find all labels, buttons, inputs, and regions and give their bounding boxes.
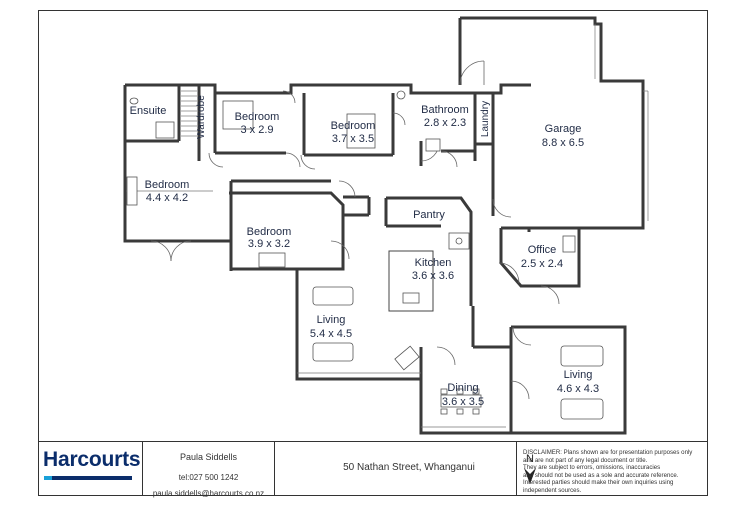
disclaimer-line: and should not be used as a sole and acc… bbox=[523, 471, 679, 479]
room-bedroom-1: Bedroom bbox=[235, 111, 280, 123]
disclaimer-line: They are subject to errors, omissions, i… bbox=[523, 464, 661, 472]
room-kitchen: Kitchen bbox=[415, 257, 452, 269]
disclaimer: DISCLAIMER: Plans shown are for presenta… bbox=[523, 449, 707, 495]
brand-cell: Harcourts bbox=[39, 442, 143, 495]
logo-underline bbox=[44, 476, 132, 480]
room-bedroom-master: Bedroom bbox=[145, 179, 190, 191]
disclaimer-line: independent sources. bbox=[523, 486, 582, 494]
room-garage-dims: 8.8 x 6.5 bbox=[542, 137, 584, 149]
logo-accent bbox=[44, 476, 52, 480]
room-dining-dims: 3.6 x 3.5 bbox=[442, 396, 484, 408]
room-bedroom-3: Bedroom bbox=[247, 226, 292, 238]
doors-and-details bbox=[126, 24, 649, 428]
room-living-2-dims: 4.6 x 4.3 bbox=[557, 383, 599, 395]
room-bedroom-2: Bedroom bbox=[331, 120, 376, 132]
disclaimer-line: and are not part of any legal document o… bbox=[523, 456, 648, 464]
walls bbox=[123, 16, 645, 435]
plan-footer: Harcourts Paula Siddells tel:027 500 124… bbox=[38, 441, 708, 498]
room-pantry: Pantry bbox=[413, 209, 445, 221]
room-living-2: Living bbox=[564, 369, 593, 381]
furniture bbox=[126, 90, 604, 420]
room-bedroom-master-dims: 4.4 x 4.2 bbox=[146, 192, 188, 204]
disclaimer-line: DISCLAIMER: Plans shown are for presenta… bbox=[523, 449, 693, 456]
room-office: Office bbox=[528, 244, 557, 256]
floor-plan-sheet: Ensuite Wardrobe Bedroom 3 x 2.9 Bedroom… bbox=[38, 10, 708, 496]
room-garage: Garage bbox=[545, 123, 582, 135]
agent-cell: Paula Siddells tel:027 500 1242 paula.si… bbox=[143, 442, 275, 498]
harcourts-logo: Harcourts bbox=[43, 448, 141, 471]
room-bedroom-1-dims: 3 x 2.9 bbox=[240, 124, 273, 136]
room-bedroom-2-dims: 3.7 x 3.5 bbox=[332, 133, 374, 145]
room-bathroom: Bathroom bbox=[421, 104, 469, 116]
agent-email: paula.siddells@harcourts.co.nz bbox=[152, 489, 265, 498]
room-office-dims: 2.5 x 2.4 bbox=[521, 258, 563, 270]
room-ensuite: Ensuite bbox=[130, 105, 167, 117]
room-kitchen-dims: 3.6 x 3.6 bbox=[412, 270, 454, 282]
disclaimer-line: Interested parties should make their own… bbox=[523, 479, 674, 487]
room-laundry: Laundry bbox=[480, 101, 491, 137]
room-wardrobe: Wardrobe bbox=[196, 95, 207, 139]
north-arrow-icon: N bbox=[524, 453, 536, 484]
room-living-1-dims: 5.4 x 4.5 bbox=[310, 328, 352, 340]
room-bedroom-3-dims: 3.9 x 3.2 bbox=[248, 238, 290, 250]
agent-phone: tel:027 500 1242 bbox=[178, 473, 239, 482]
room-bathroom-dims: 2.8 x 2.3 bbox=[424, 117, 466, 129]
north-label: N bbox=[526, 453, 534, 465]
address-cell: N 50 Nathan Street, Whanganui bbox=[275, 442, 536, 495]
property-address: 50 Nathan Street, Whanganui bbox=[343, 462, 475, 473]
floor-plan: Ensuite Wardrobe Bedroom 3 x 2.9 Bedroom… bbox=[123, 16, 649, 435]
room-dining: Dining bbox=[447, 382, 478, 394]
agent-name: Paula Siddells bbox=[179, 452, 238, 462]
room-living-1: Living bbox=[317, 314, 346, 326]
room-labels: Ensuite Wardrobe Bedroom 3 x 2.9 Bedroom… bbox=[130, 95, 599, 408]
